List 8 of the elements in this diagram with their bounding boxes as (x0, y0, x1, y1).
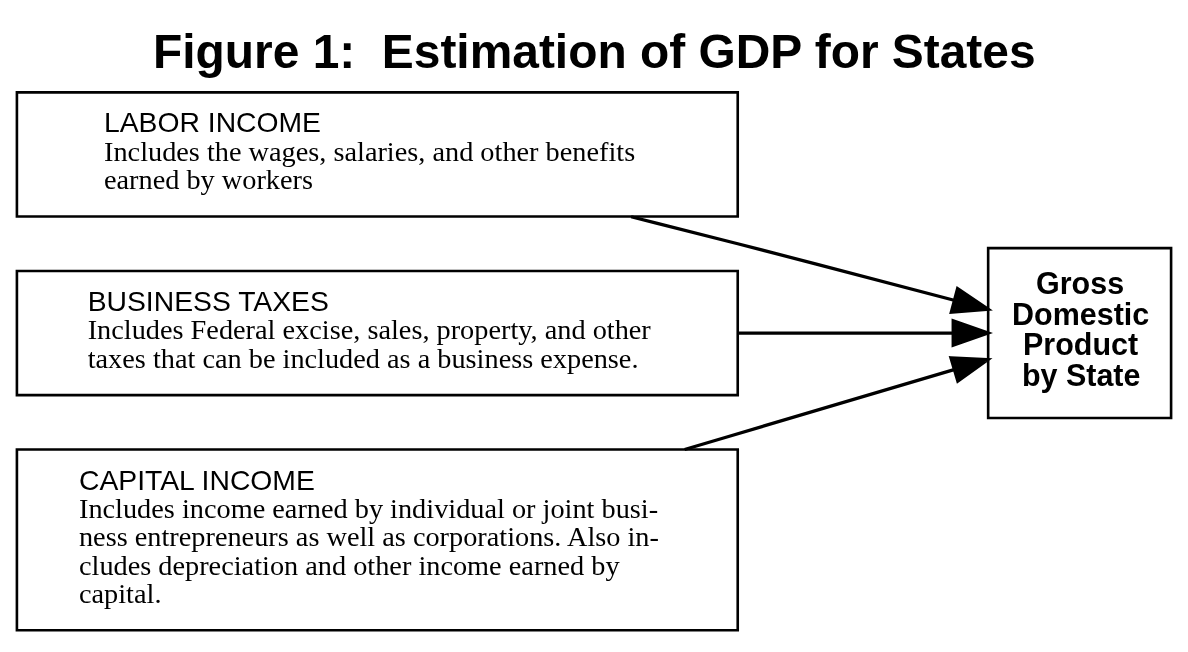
arrow (630, 214, 993, 314)
node-box: Gross Domestic Product by State (986, 246, 1173, 419)
node-box: BUSINESS TAXES Includes Federal excise, sales, property, and other taxes that can be included as a business expense. (15, 269, 740, 396)
node-box: CAPITAL INCOME Includes income earned by individual or joint busi- ness entrepreneurs as well as corporations. Also in- cludes depreciation and other income earned by capital. (15, 447, 740, 632)
arrow (684, 355, 993, 451)
node-box: LABOR INCOME Includes the wages, salaries, and other benefits earned by workers (15, 90, 740, 218)
arrow (738, 318, 993, 348)
diagram-title: Figure 1: Estimation of GDP for States (153, 24, 1036, 78)
